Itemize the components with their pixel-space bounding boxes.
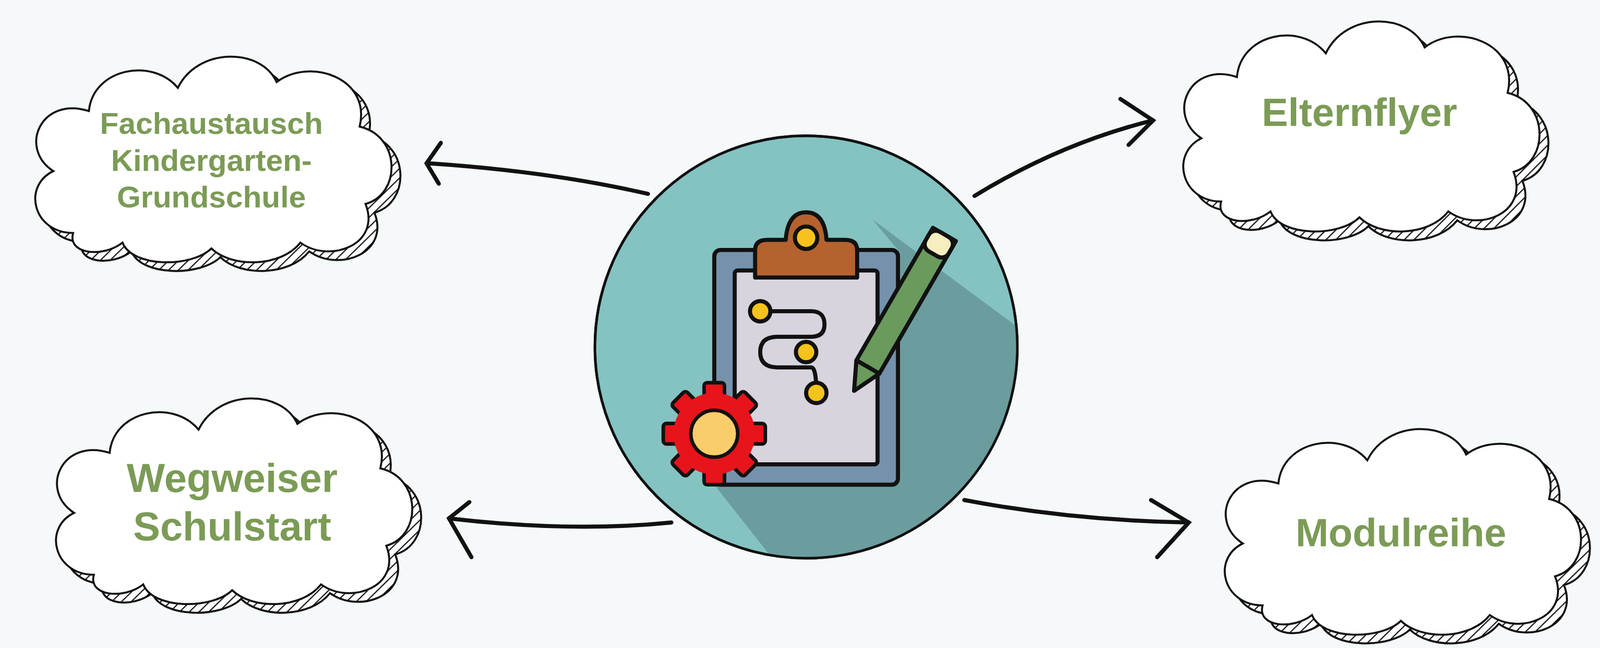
- arrow-line: [974, 120, 1153, 197]
- flow-dot: [749, 301, 771, 322]
- flow-dot: [806, 382, 827, 404]
- text-wrap: Wegweiser Schulstart: [34, 381, 430, 614]
- pencil-icon: [842, 227, 956, 398]
- cloud-shape: [1183, 21, 1540, 232]
- text-wrap: Modulreihe: [1203, 411, 1599, 645]
- flow-dot: [795, 341, 817, 363]
- text-wrap: Elternflyer: [1161, 3, 1558, 242]
- cloud-node: Wegweiser Schulstart: [34, 381, 430, 614]
- gear-hub: [690, 410, 738, 458]
- cloud-shape: [35, 56, 392, 263]
- gear-body: [673, 392, 755, 475]
- arrow-head: [426, 142, 441, 184]
- clip-dot: [794, 226, 818, 249]
- node-label: Elternflyer: [1261, 88, 1458, 137]
- gear-tooth: [670, 390, 758, 477]
- cloud-shape: [55, 398, 412, 605]
- cloud-node: Fachaustausch Kindergarten-Grundschule: [13, 39, 410, 272]
- text-wrap: Fachaustausch Kindergarten-Grundschule: [13, 39, 410, 272]
- node-label: Modulreihe: [1295, 509, 1507, 557]
- gear-icon: [663, 382, 766, 486]
- node-label: Wegweiser Schulstart: [88, 453, 376, 552]
- arrow-line: [428, 163, 649, 195]
- pencil-body: [856, 227, 956, 374]
- pencil-tip: [842, 360, 880, 398]
- arrow-head: [449, 502, 472, 558]
- clipboard-clip: [755, 212, 858, 278]
- cloud-node: Modulreihe: [1203, 411, 1599, 645]
- node-label: Fachaustausch Kindergarten-Grundschule: [73, 105, 350, 216]
- arrow-line: [449, 518, 672, 528]
- flow-line: [760, 311, 825, 393]
- gear-tooth: [670, 390, 758, 477]
- arrow-head: [1120, 98, 1153, 145]
- pencil-eraser: [921, 227, 956, 261]
- arrow-head: [1150, 499, 1189, 558]
- center-circle-outline: [594, 135, 1018, 559]
- cloud-node: Elternflyer: [1161, 3, 1558, 242]
- cloud-shape: [1224, 429, 1581, 635]
